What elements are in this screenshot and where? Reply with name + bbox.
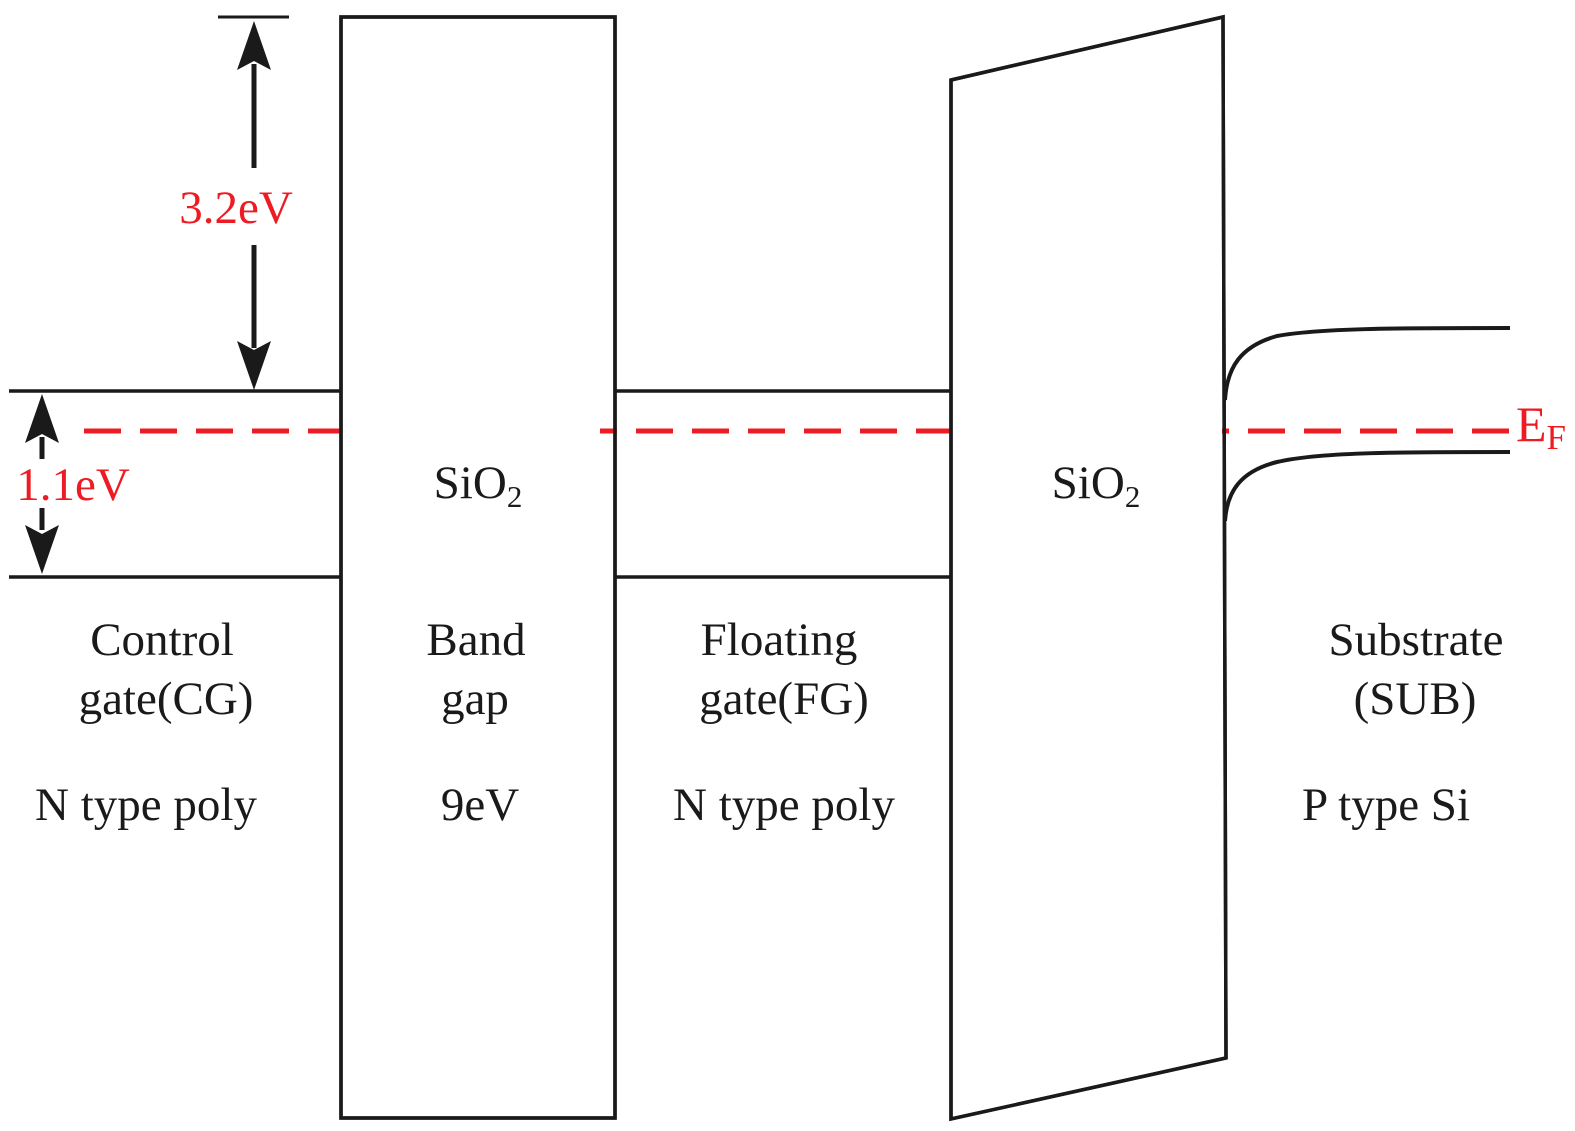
substrate-label-line1: Substrate bbox=[1329, 614, 1504, 666]
band-gap-labels: Band gap 9eV bbox=[426, 614, 525, 831]
substrate-valence-band-curve bbox=[1223, 450, 1511, 522]
gate-oxide-parallelogram-outline bbox=[949, 14, 1228, 1122]
gate-oxide-material: SiO bbox=[1052, 457, 1125, 509]
tunnel-oxide-material-label: SiO2 bbox=[434, 457, 523, 514]
band-gap-label-line2: gap bbox=[441, 673, 509, 725]
tunnel-oxide-box-outline bbox=[339, 15, 617, 1120]
fermi-level-symbol: E bbox=[1516, 396, 1547, 452]
substrate-labels: Substrate (SUB) P type Si bbox=[1302, 614, 1503, 831]
floating-gate-labels: Floating gate(FG) N type poly bbox=[673, 614, 895, 831]
floating-gate-label-line1: Floating bbox=[701, 614, 858, 666]
fermi-level-label: EF bbox=[1516, 396, 1566, 457]
barrier-arrow-down-head bbox=[237, 341, 271, 390]
band-gap-value-label: 9eV bbox=[441, 779, 519, 831]
gate-oxide-parallelogram bbox=[949, 14, 1228, 1122]
barrier-height-label: 3.2eV bbox=[179, 182, 293, 234]
silicon-gap-label: 1.1eV bbox=[16, 459, 130, 511]
gate-oxide-material-subscript: 2 bbox=[1125, 479, 1141, 514]
floating-gate-doping-label: N type poly bbox=[673, 779, 895, 831]
tunnel-oxide-box bbox=[339, 15, 617, 1120]
silicon-gap-arrow-down-head bbox=[25, 525, 59, 574]
band-gap-label-line1: Band bbox=[426, 614, 525, 666]
tunnel-oxide-material-subscript: 2 bbox=[507, 479, 523, 514]
fermi-level-subscript: F bbox=[1547, 418, 1566, 457]
control-gate-label-line2: gate(CG) bbox=[79, 673, 254, 725]
barrier-arrow-up-head bbox=[237, 21, 271, 70]
control-gate-labels: Control gate(CG) N type poly bbox=[35, 614, 257, 831]
silicon-gap-arrow bbox=[25, 394, 59, 574]
substrate-label-line2: (SUB) bbox=[1354, 673, 1477, 725]
floating-gate-label-line2: gate(FG) bbox=[699, 673, 869, 725]
substrate-conduction-band-curve bbox=[1223, 326, 1511, 401]
gate-oxide-material-label: SiO2 bbox=[1052, 457, 1141, 514]
control-gate-doping-label: N type poly bbox=[35, 779, 257, 831]
substrate-doping-label: P type Si bbox=[1302, 779, 1470, 831]
tunnel-oxide-material: SiO bbox=[434, 457, 507, 509]
silicon-gap-arrow-up-head bbox=[25, 394, 59, 443]
barrier-height-arrow bbox=[237, 21, 271, 390]
control-gate-label-line1: Control bbox=[90, 614, 234, 666]
